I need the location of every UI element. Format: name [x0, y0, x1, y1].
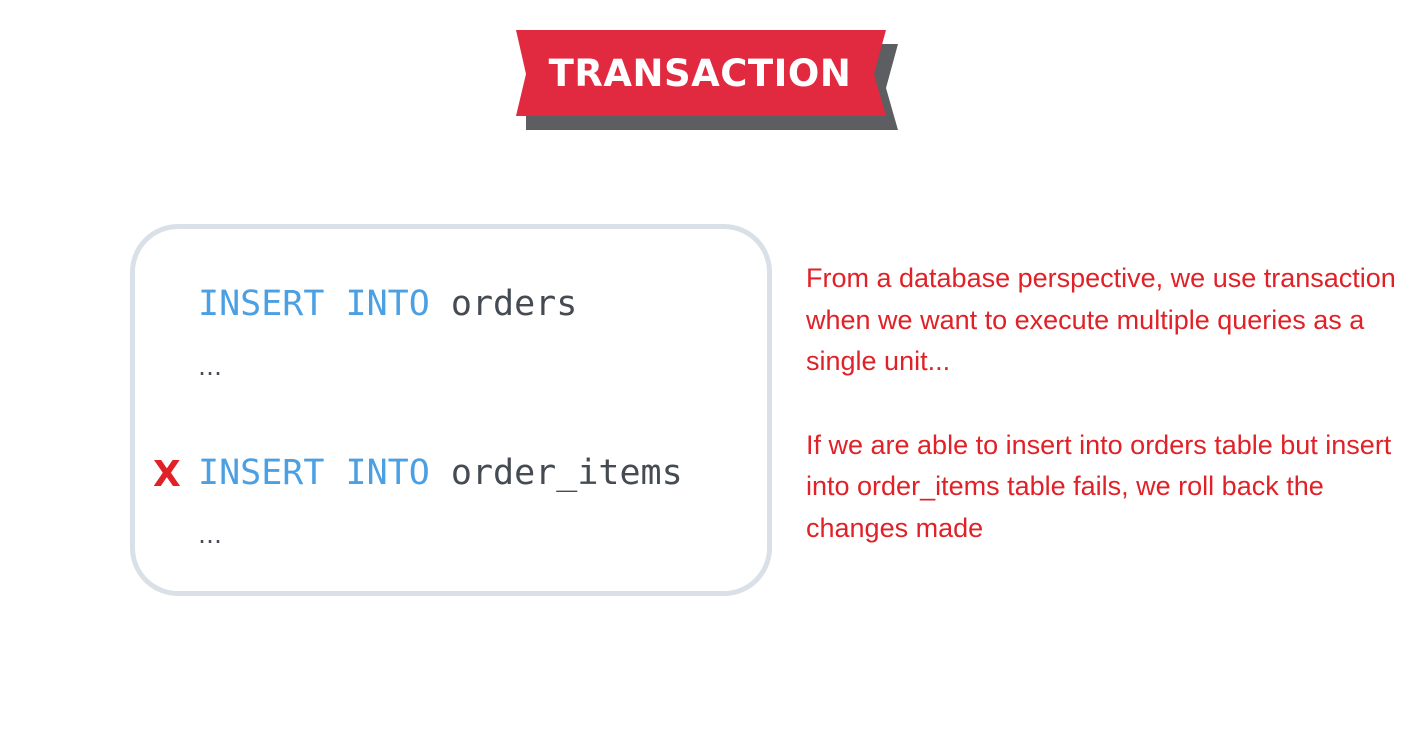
ribbon-shape — [516, 30, 898, 130]
code-ellipsis: … — [198, 521, 222, 549]
sql-line-insert-order-items: INSERT INTO order_items — [198, 453, 683, 493]
sql-keyword-into: INTO — [345, 453, 430, 493]
sql-code-card: INSERT INTO orders … X INSERT INTO order… — [130, 224, 772, 596]
banner-title: TRANSACTION — [548, 52, 852, 95]
explanation-paragraph-definition: From a database perspective, we use tran… — [806, 263, 1396, 376]
sql-keyword-insert: INSERT — [198, 453, 325, 493]
sql-table-name: orders — [450, 284, 578, 324]
transaction-explanation: From a database perspective, we use tran… — [806, 258, 1411, 549]
code-ellipsis: … — [198, 353, 222, 381]
sql-line-insert-orders: INSERT INTO orders — [198, 284, 577, 324]
failure-x-icon: X — [153, 454, 181, 495]
sql-keyword-insert: INSERT — [198, 284, 325, 324]
sql-keyword-into: INTO — [345, 284, 430, 324]
transaction-banner: TRANSACTION — [514, 30, 899, 132]
explanation-paragraph-rollback: If we are able to insert into orders tab… — [806, 429, 1392, 543]
sql-table-name: order_items — [450, 453, 683, 493]
ribbon-front — [516, 30, 886, 116]
